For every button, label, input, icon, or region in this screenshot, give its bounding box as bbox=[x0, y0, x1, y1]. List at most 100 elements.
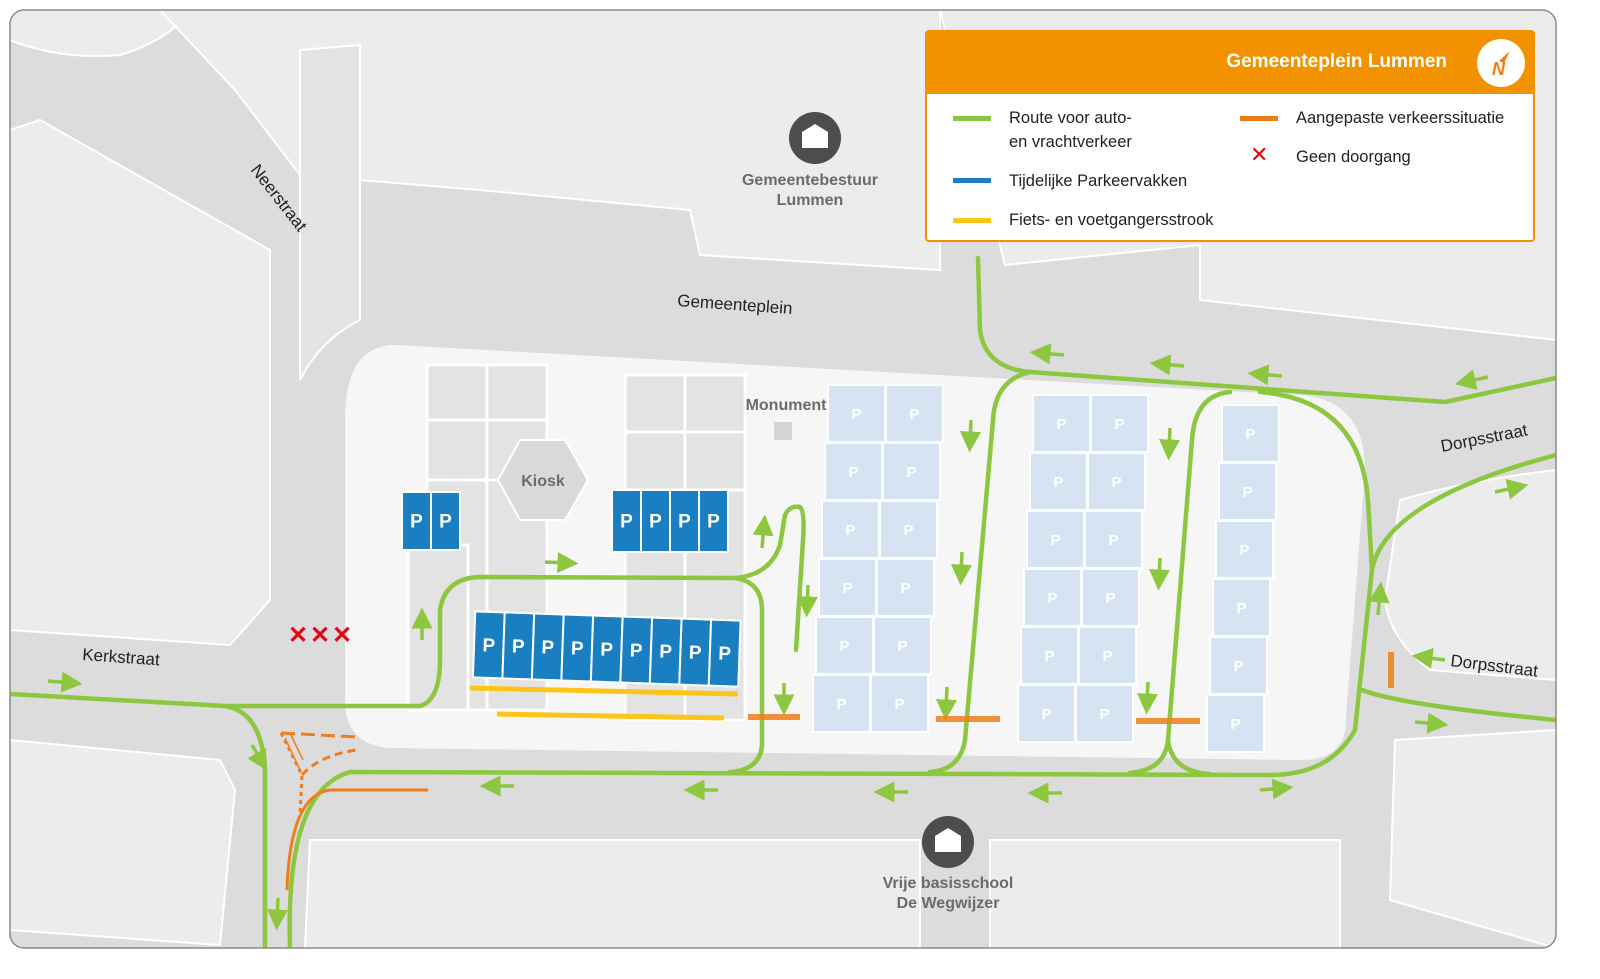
parking-label: P bbox=[571, 638, 585, 659]
parking-label: P bbox=[900, 580, 910, 597]
parking-spot: P bbox=[1087, 452, 1146, 511]
parking-label: P bbox=[688, 643, 702, 664]
legend-label-parking: Tijdelijke Parkeervakken bbox=[1009, 172, 1188, 190]
parking-spot: P bbox=[678, 617, 713, 687]
parking-spot: P bbox=[818, 558, 877, 617]
school-icon bbox=[922, 816, 974, 868]
kiosk-label: Kiosk bbox=[521, 473, 565, 490]
parking-label: P bbox=[410, 512, 423, 533]
monument-shape bbox=[774, 422, 792, 440]
parking-label: P bbox=[1114, 416, 1124, 433]
town-hall-icon bbox=[789, 112, 841, 164]
parking-label: P bbox=[629, 640, 643, 661]
bike-lane bbox=[496, 711, 725, 721]
kiosk-shape bbox=[496, 439, 590, 521]
parking-label: P bbox=[649, 512, 662, 533]
parking-spot: P bbox=[1032, 394, 1091, 453]
legend-title: Gemeenteplein Lummen bbox=[1226, 51, 1447, 72]
parking-spot: P bbox=[530, 612, 565, 682]
parking-label: P bbox=[1111, 474, 1121, 491]
parking-spot: P bbox=[1215, 520, 1274, 579]
parking-label: P bbox=[541, 637, 555, 658]
parking-label: P bbox=[678, 512, 691, 533]
parking-label: P bbox=[707, 512, 720, 533]
parking-spot: P bbox=[824, 442, 883, 501]
parking-spot: P bbox=[1090, 394, 1149, 453]
parking-label: P bbox=[1236, 600, 1246, 617]
parking-label: P bbox=[1102, 648, 1112, 665]
parking-spot: P bbox=[812, 674, 871, 733]
x-mark-icon: ✕ bbox=[288, 622, 308, 649]
parking-spot: P bbox=[611, 489, 642, 553]
legend-header: Gemeenteplein Lummen N bbox=[927, 32, 1533, 94]
parking-spot: P bbox=[707, 618, 742, 688]
parking-spot: P bbox=[1212, 578, 1271, 637]
parking-label: P bbox=[1242, 484, 1252, 501]
parking-label: P bbox=[842, 580, 852, 597]
parking-label: P bbox=[1099, 706, 1109, 723]
parking-label: P bbox=[512, 636, 526, 657]
svg-text:N: N bbox=[1492, 59, 1506, 79]
parking-label: P bbox=[620, 512, 633, 533]
parking-spot: P bbox=[1218, 462, 1277, 521]
parking-label: P bbox=[1056, 416, 1066, 433]
parking-spot: P bbox=[648, 616, 683, 686]
parking-spot: P bbox=[640, 489, 671, 553]
parking-spot: P bbox=[430, 491, 461, 551]
parking-spot: P bbox=[821, 500, 880, 559]
direction-arrows bbox=[47, 343, 1529, 931]
parking-label: P bbox=[1053, 474, 1063, 491]
adjusted-traffic bbox=[279, 731, 428, 891]
legend: Gemeenteplein Lummen N Route voor auto-e… bbox=[925, 30, 1535, 242]
parking-label: P bbox=[836, 696, 846, 713]
legend-label-line: Route voor auto- bbox=[1009, 109, 1132, 127]
no-passage-markers: ✕ ✕ ✕ bbox=[288, 622, 352, 649]
legend-swatch-parking bbox=[953, 178, 991, 183]
parking-spot: P bbox=[1084, 510, 1143, 569]
parking-label: P bbox=[1233, 658, 1243, 675]
parking-spot: P bbox=[882, 442, 941, 501]
parking-spot: P bbox=[1078, 626, 1137, 685]
parking-spot: P bbox=[698, 489, 729, 553]
parking-spot: P bbox=[827, 384, 886, 443]
parking-label: P bbox=[1239, 542, 1249, 559]
legend-label-route: Route voor auto-en vrachtverkeer bbox=[1009, 106, 1132, 154]
parking-label: P bbox=[1047, 590, 1057, 607]
barrier-markers bbox=[748, 652, 1394, 724]
parking-spot: P bbox=[1017, 684, 1076, 743]
x-mark-icon: ✕ bbox=[310, 622, 330, 649]
legend-label-line: en vrachtverkeer bbox=[1009, 133, 1132, 151]
parking-spot: P bbox=[401, 491, 432, 551]
compass-north-icon: N bbox=[1477, 39, 1525, 87]
parking-label: P bbox=[845, 522, 855, 539]
parking-spot: P bbox=[870, 674, 929, 733]
x-mark-icon: ✕ bbox=[1250, 142, 1269, 167]
parking-spot: P bbox=[873, 616, 932, 675]
town-hall-label: Lummen bbox=[777, 192, 844, 209]
legend-label-no-passage: Geen doorgang bbox=[1296, 148, 1411, 166]
parking-spot: P bbox=[1026, 510, 1085, 569]
parking-label: P bbox=[1044, 648, 1054, 665]
parking-label: P bbox=[1105, 590, 1115, 607]
parking-label: P bbox=[909, 406, 919, 423]
parking-spot: P bbox=[669, 489, 700, 553]
parking-label: P bbox=[600, 639, 614, 660]
parking-label: P bbox=[897, 638, 907, 655]
parking-spot: P bbox=[589, 614, 624, 684]
parking-label: P bbox=[1245, 426, 1255, 443]
parking-label: P bbox=[848, 464, 858, 481]
parking-label: P bbox=[839, 638, 849, 655]
parking-spot: P bbox=[1081, 568, 1140, 627]
parking-spot: P bbox=[1206, 694, 1265, 753]
legend-label-adjusted: Aangepaste verkeerssituatie bbox=[1296, 109, 1505, 127]
parking-label: P bbox=[1230, 716, 1240, 733]
parking-spot: P bbox=[815, 616, 874, 675]
parking-label: P bbox=[894, 696, 904, 713]
parking-spot: P bbox=[885, 384, 944, 443]
parking-spot: P bbox=[1029, 452, 1088, 511]
parking-label: P bbox=[1108, 532, 1118, 549]
parking-spot: P bbox=[1075, 684, 1134, 743]
parking-label: P bbox=[903, 522, 913, 539]
school-label: Vrije basisschool bbox=[883, 875, 1014, 892]
